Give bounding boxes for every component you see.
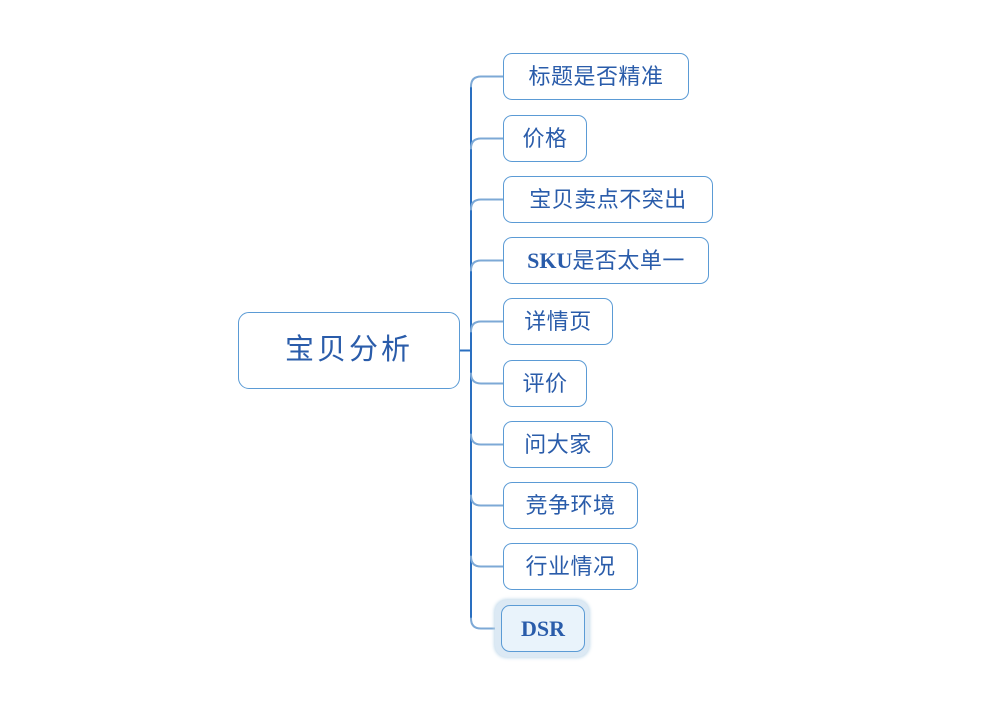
child-node-2[interactable]: 价格 bbox=[503, 115, 587, 162]
connector bbox=[470, 137, 504, 150]
connector bbox=[470, 198, 504, 211]
child-node-5[interactable]: 详情页 bbox=[503, 298, 613, 345]
root-node-label: 宝贝分析 bbox=[284, 334, 413, 366]
child-node-selected[interactable]: DSR bbox=[495, 600, 589, 657]
connector bbox=[470, 494, 504, 507]
child-node-1[interactable]: 标题是否精准 bbox=[503, 53, 689, 100]
child-node-8[interactable]: 竞争环境 bbox=[503, 482, 638, 529]
child-node-3[interactable]: 宝贝卖点不突出 bbox=[503, 176, 713, 223]
child-node-label: 问大家 bbox=[524, 431, 592, 457]
latin-run: SKU bbox=[527, 247, 573, 273]
child-node-label: 标题是否精准 bbox=[528, 63, 664, 89]
child-node-label: SKU是否太单一 bbox=[527, 247, 685, 273]
child-node-7[interactable]: 问大家 bbox=[503, 421, 613, 468]
root-node[interactable]: 宝贝分析 bbox=[238, 312, 460, 389]
connector bbox=[470, 555, 504, 568]
child-node-6[interactable]: 评价 bbox=[503, 360, 587, 407]
connector bbox=[470, 372, 504, 385]
child-node-4[interactable]: SKU是否太单一 bbox=[503, 237, 709, 284]
connector bbox=[470, 75, 504, 88]
child-node-label: 评价 bbox=[522, 370, 568, 396]
child-node-label: 价格 bbox=[522, 125, 568, 151]
connector bbox=[470, 259, 504, 272]
child-node-9[interactable]: 行业情况 bbox=[503, 543, 638, 590]
child-node-label: 行业情况 bbox=[525, 553, 616, 579]
child-node-label: 竞争环境 bbox=[525, 492, 616, 518]
child-node-10[interactable]: DSR bbox=[501, 605, 585, 652]
child-node-label: 宝贝卖点不突出 bbox=[529, 186, 687, 212]
child-node-label: DSR bbox=[520, 615, 565, 641]
latin-run: DSR bbox=[520, 615, 565, 641]
connector bbox=[470, 320, 504, 333]
child-node-label: 详情页 bbox=[524, 308, 592, 334]
connector bbox=[470, 433, 504, 446]
